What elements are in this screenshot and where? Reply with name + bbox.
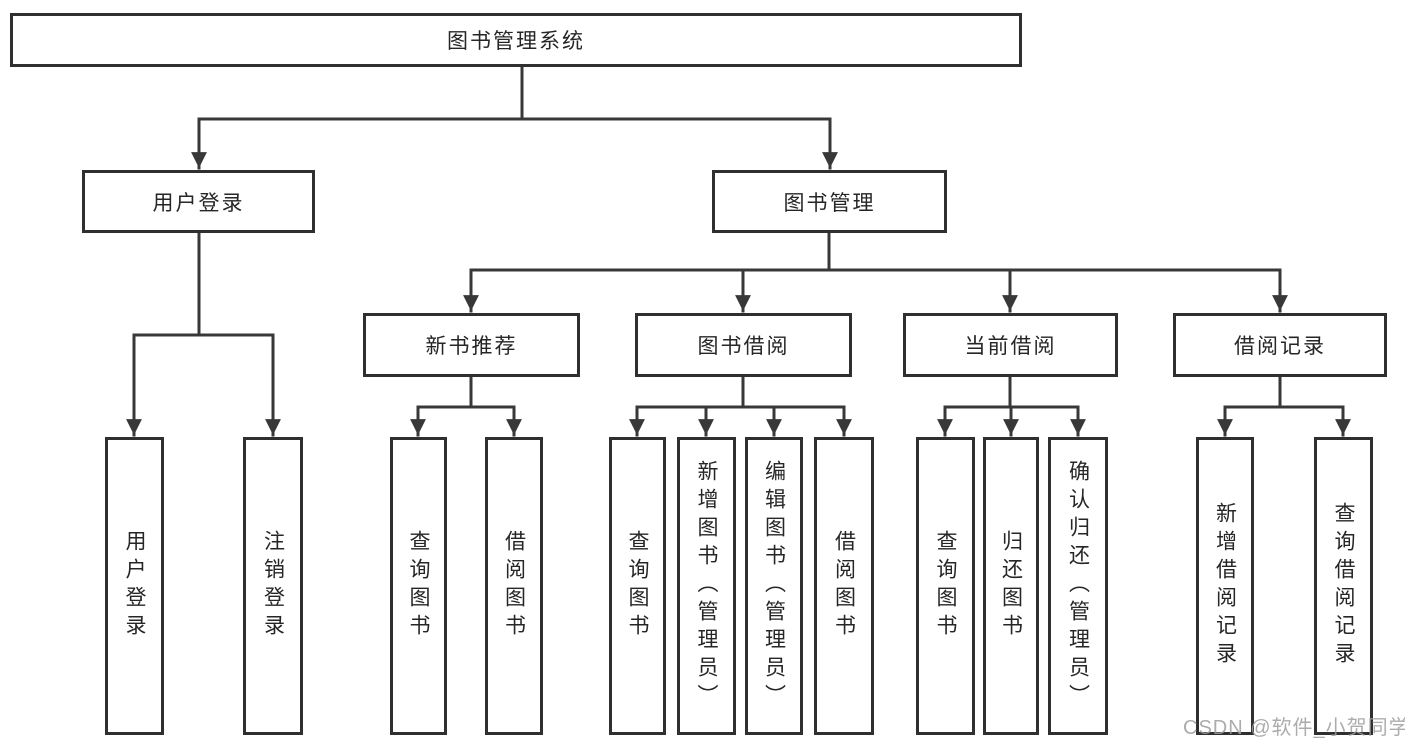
connector-borrow-records-to-leaves	[1217, 375, 1351, 437]
node-current-borrowing: 当前借阅	[903, 313, 1118, 377]
csdn-watermark: CSDN @软件_小贺同学	[1183, 717, 1405, 739]
node-new-book-recommendation: 新书推荐	[363, 313, 580, 377]
leaf-query-books-current: 查询图书	[916, 437, 975, 735]
leaf-add-books-admin: 新增图书（管理员）	[677, 437, 736, 735]
node-user-login: 用户登录	[82, 170, 315, 233]
connector-current-borrow-to-leaves	[937, 375, 1086, 437]
connector-new-book-to-leaves	[410, 375, 522, 437]
node-library-management-system: 图书管理系统	[10, 13, 1022, 67]
leaf-user-login: 用户登录	[105, 437, 164, 735]
leaf-query-books-new-book: 查询图书	[390, 437, 447, 735]
leaf-query-borrow-record: 查询借阅记录	[1314, 437, 1373, 735]
node-borrowing-records: 借阅记录	[1173, 313, 1387, 377]
connector-book-borrow-to-leaves	[629, 375, 852, 437]
connector-root-to-level2	[191, 65, 838, 170]
leaf-logout: 注销登录	[243, 437, 303, 735]
leaf-edit-books-admin: 编辑图书（管理员）	[745, 437, 803, 735]
leaf-borrow-books-new-book: 借阅图书	[485, 437, 543, 735]
leaf-borrow-books-borrowing: 借阅图书	[814, 437, 874, 735]
leaf-confirm-return-admin: 确认归还（管理员）	[1048, 437, 1108, 735]
node-book-management: 图书管理	[712, 170, 947, 233]
connector-user-login-to-leaves	[126, 231, 281, 437]
connector-book-management-to-level3	[463, 231, 1288, 313]
leaf-query-books-borrowing: 查询图书	[609, 437, 666, 735]
leaf-add-borrow-record: 新增借阅记录	[1196, 437, 1254, 735]
node-book-borrowing: 图书借阅	[635, 313, 852, 377]
leaf-return-books: 归还图书	[983, 437, 1039, 735]
